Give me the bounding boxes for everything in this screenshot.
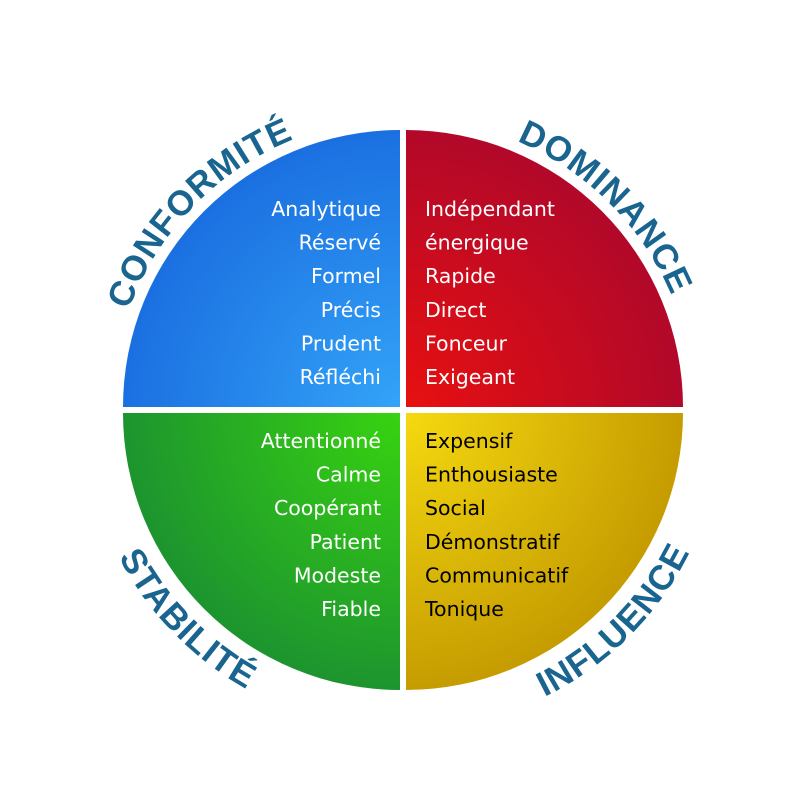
trait-conformite: Formel [311,264,381,288]
trait-dominance: Exigeant [425,365,515,389]
trait-stabilite: Coopérant [274,496,381,520]
trait-dominance: Rapide [425,264,496,288]
trait-conformite: Réfléchi [300,365,381,389]
trait-stabilite: Attentionné [261,429,381,453]
trait-stabilite: Calme [316,463,381,487]
trait-conformite: Réservé [299,231,381,255]
trait-conformite: Prudent [301,331,381,355]
trait-dominance: Indépendant [425,197,555,221]
quadrant-influence [406,413,683,690]
trait-influence: Enthousiaste [425,463,558,487]
trait-influence: Démonstratif [425,530,560,554]
trait-dominance: Direct [425,298,486,322]
trait-influence: Social [425,496,486,520]
quadrant-dominance [406,130,683,407]
trait-influence: Tonique [424,597,504,621]
trait-lists: AnalytiqueRéservéFormelPrécisPrudentRéfl… [261,197,569,621]
trait-conformite: Précis [321,298,381,322]
trait-conformite: Analytique [271,197,381,221]
trait-influence: Communicatif [425,563,569,587]
trait-stabilite: Fiable [321,597,381,621]
quadrant-conformite [123,130,400,407]
trait-influence: Expensif [425,429,513,453]
trait-stabilite: Modeste [294,563,381,587]
trait-dominance: Fonceur [425,331,507,355]
trait-dominance: énergique [425,231,529,255]
trait-stabilite: Patient [310,530,381,554]
quadrant-stabilite [123,413,400,690]
